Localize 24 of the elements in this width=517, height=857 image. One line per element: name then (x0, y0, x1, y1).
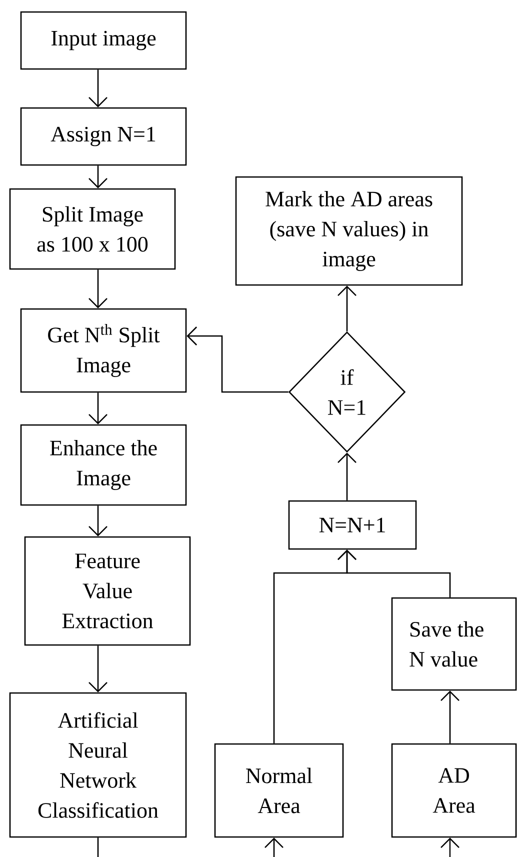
arrow (88, 506, 108, 536)
process-box: AD Area (391, 743, 517, 838)
arrow (440, 690, 460, 744)
arrow (88, 392, 108, 424)
process-box: Artificial Neural Network Classification (9, 692, 187, 838)
arrow (338, 452, 356, 500)
arrow (88, 166, 108, 188)
arrow (88, 270, 108, 308)
arrow (88, 70, 108, 108)
arrow (338, 550, 451, 598)
process-box: Normal Area (214, 743, 344, 838)
arrow (186, 326, 288, 393)
process-box: Split Image as 100 x 100 (9, 188, 176, 270)
process-box: Assign N=1 (20, 107, 187, 166)
arrow (338, 286, 356, 332)
connector-line (97, 838, 99, 857)
arrow (88, 646, 108, 692)
process-box: Input image (20, 11, 187, 70)
process-box: Mark the AD areas (save N values) in image (235, 176, 463, 286)
process-box: Feature Value Extraction (24, 536, 191, 646)
process-box: N=N+1 (288, 500, 417, 550)
process-box: Save the N value (391, 597, 517, 691)
process-box: Enhance the Image (20, 424, 187, 506)
process-box: Get N$^{th}$ Split Image (20, 308, 187, 393)
